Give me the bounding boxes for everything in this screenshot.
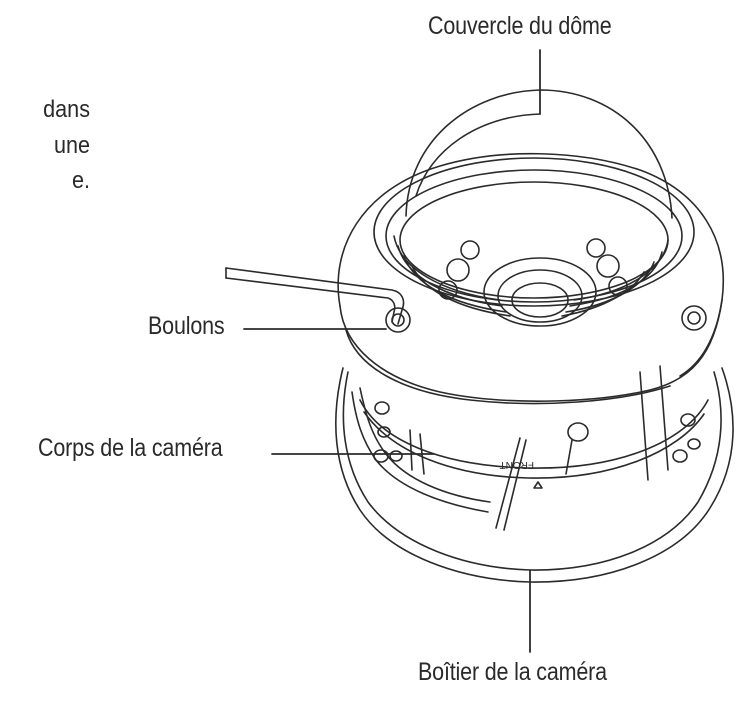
dome-shell-drawing	[337, 152, 724, 405]
body-text-line: une	[53, 131, 90, 159]
body-text-line: e.	[71, 167, 90, 195]
body-text-line: dans	[43, 96, 90, 123]
camera-body-label: Corps de la caméra	[38, 434, 223, 462]
hex-key-drawing	[225, 267, 405, 325]
dome-cover-label: Couvercle du dôme	[428, 12, 612, 40]
bolts-label: Boulons	[148, 312, 225, 340]
camera-housing-label: Boîtier de la caméra	[418, 658, 607, 686]
front-mark: FRONT	[500, 459, 534, 470]
camera-housing-drawing	[335, 365, 734, 583]
truncated-body-text: dans une e.	[9, 92, 90, 199]
